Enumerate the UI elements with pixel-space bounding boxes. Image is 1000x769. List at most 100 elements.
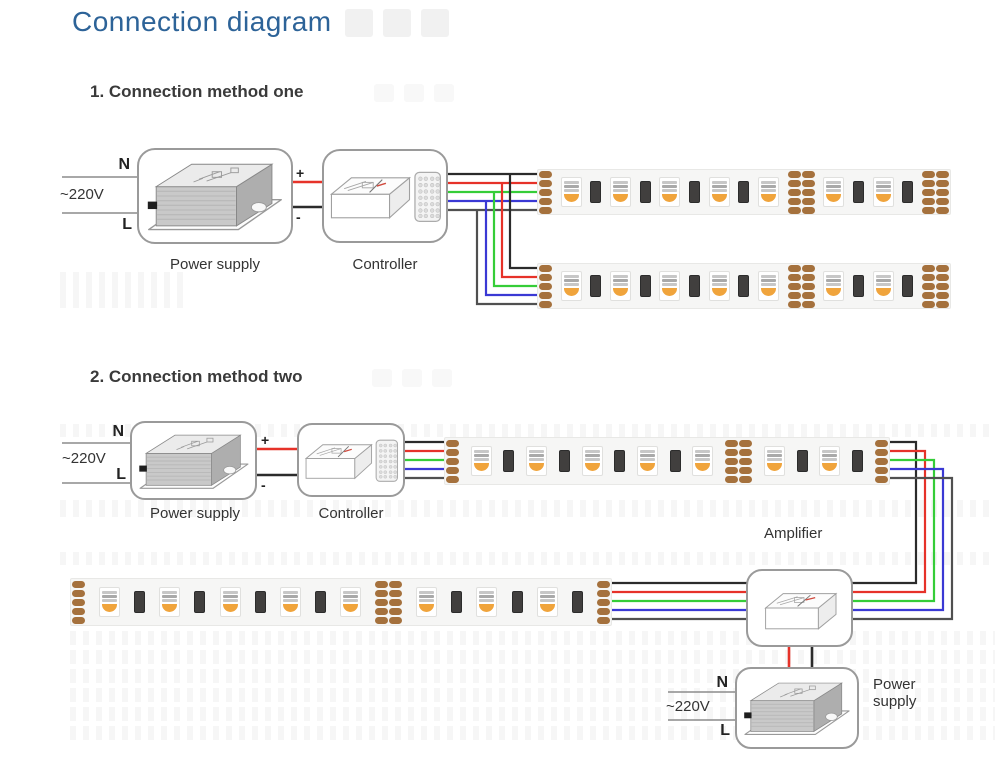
- led-emitter: [612, 194, 628, 202]
- led-chip: [526, 446, 548, 476]
- led-stripe: [473, 458, 489, 461]
- wire-gray: [475, 210, 545, 306]
- led-chip: [757, 177, 779, 207]
- led-stripe: [826, 275, 842, 278]
- led-stripe: [563, 185, 579, 188]
- led-stripe: [419, 595, 435, 598]
- led-chip: [609, 177, 631, 207]
- led-stripe: [822, 450, 838, 453]
- solder-pad: [72, 616, 85, 624]
- led-chip: [659, 177, 681, 207]
- led-stripe: [162, 595, 178, 598]
- resistor-chip: [511, 591, 523, 613]
- led-stripe: [711, 189, 727, 192]
- led-stripe: [875, 279, 891, 282]
- watermark-glyphs-heading2: [372, 369, 452, 387]
- led-stripe: [222, 595, 238, 598]
- led-chip: [560, 271, 582, 301]
- resistor-chip: [614, 450, 626, 472]
- led-stripe: [563, 275, 579, 278]
- led-chip: [476, 587, 498, 617]
- solder-pad: [935, 264, 949, 272]
- solder-pad: [539, 206, 552, 214]
- amplifier-caption: Amplifier: [764, 525, 823, 542]
- power-supply-caption: Power supply: [149, 505, 241, 522]
- led-stripe: [529, 458, 545, 461]
- led-chip: [416, 587, 438, 617]
- solder-pad: [446, 457, 459, 465]
- led-chip: [872, 271, 894, 301]
- section-heading-method-two: 2. Connection method two: [90, 367, 303, 386]
- led-stripe: [479, 595, 495, 598]
- solder-pad: [801, 291, 815, 299]
- solder-pads: [72, 580, 85, 624]
- solder-pads: [921, 170, 949, 214]
- solder-pad: [801, 170, 815, 178]
- resistor-chip: [738, 275, 750, 297]
- solder-pad: [801, 264, 815, 272]
- led-emitter: [826, 194, 842, 202]
- led-emitter: [102, 604, 118, 612]
- led-emitter: [539, 604, 555, 612]
- resistor-chip: [852, 181, 864, 203]
- amplifier-device-icon: [753, 576, 847, 640]
- solder-pads: [596, 580, 610, 624]
- led-stripe: [584, 454, 600, 457]
- resistor-chip: [590, 275, 602, 297]
- led-chip: [819, 446, 841, 476]
- solder-pads: [921, 264, 949, 308]
- solder-pad: [725, 439, 739, 447]
- solder-pad: [874, 475, 888, 483]
- solder-pad: [539, 170, 552, 178]
- led-stripe: [695, 458, 711, 461]
- solder-pad: [539, 273, 552, 281]
- led-chip: [659, 271, 681, 301]
- solder-pad: [801, 273, 815, 281]
- led-strip: [537, 263, 951, 309]
- resistor-chip: [852, 450, 864, 472]
- solder-pad: [787, 291, 801, 299]
- watermark-glyphs-title: [345, 9, 449, 37]
- led-strip: [70, 578, 612, 626]
- power-supply-box: [130, 421, 257, 500]
- led-stripe: [760, 189, 776, 192]
- power-supply-caption: Power supply: [169, 256, 261, 273]
- solder-pad: [801, 206, 815, 214]
- resistor-chip: [902, 275, 914, 297]
- resistor-chip: [852, 275, 864, 297]
- solder-pad: [739, 475, 753, 483]
- solder-pad: [539, 300, 552, 308]
- led-stripe: [760, 275, 776, 278]
- led-emitter: [711, 288, 727, 296]
- led-stripe: [539, 595, 555, 598]
- page-title: Connection diagram: [72, 6, 332, 37]
- resistor-chip: [796, 450, 808, 472]
- led-stripe: [282, 599, 298, 602]
- watermark-band: [60, 552, 995, 565]
- controller-caption: Controller: [352, 256, 418, 273]
- solder-pad: [375, 598, 389, 606]
- voltage-label: ~220V: [62, 450, 106, 467]
- led-stripe: [539, 599, 555, 602]
- solder-pad: [72, 580, 85, 588]
- watermark-band: [60, 500, 995, 517]
- solder-pad: [739, 457, 753, 465]
- solder-pad: [787, 197, 801, 205]
- led-chip: [823, 177, 845, 207]
- solder-pad: [375, 616, 389, 624]
- led-stripe: [222, 599, 238, 602]
- led-stripe: [102, 595, 118, 598]
- led-stripe: [875, 283, 891, 286]
- led-stripe: [612, 189, 628, 192]
- solder-pads: [725, 439, 753, 483]
- led-stripe: [529, 450, 545, 453]
- led-stripe: [342, 591, 358, 594]
- led-stripe: [282, 595, 298, 598]
- solder-pad: [921, 273, 935, 281]
- live-label: L: [122, 216, 132, 233]
- solder-pads: [539, 264, 552, 308]
- live-label: L: [116, 466, 126, 483]
- led-stripe: [162, 599, 178, 602]
- solder-pad: [787, 170, 801, 178]
- led-emitter: [760, 288, 776, 296]
